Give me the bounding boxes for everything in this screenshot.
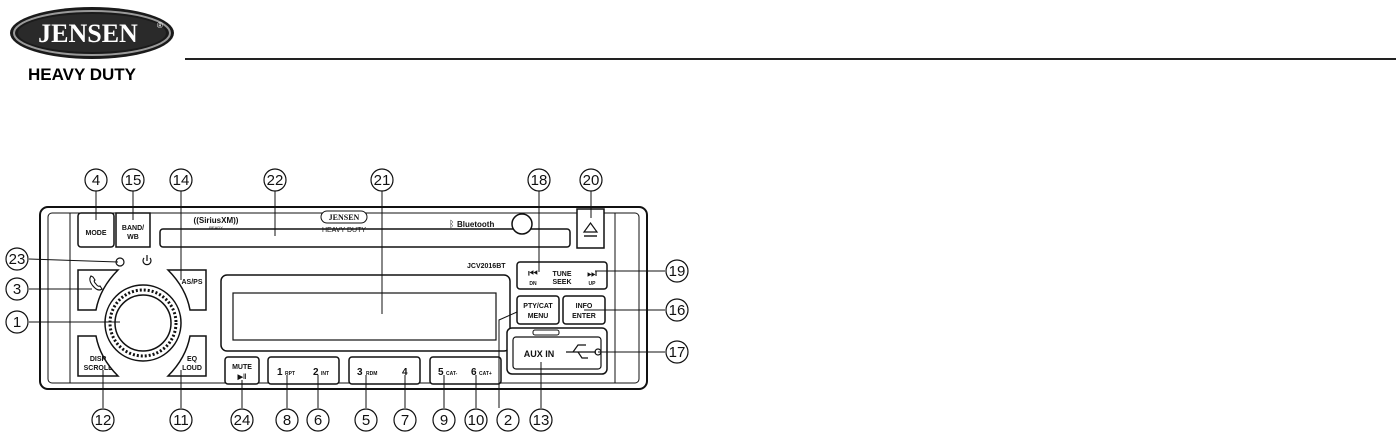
- band-label-line1: BAND/: [122, 225, 144, 232]
- callout-11: 11: [173, 412, 189, 429]
- callout-22: 22: [267, 172, 284, 189]
- preset-3-sub: RDM: [366, 371, 377, 377]
- as-ps-label: AS/PS: [181, 279, 202, 286]
- siriusxm-logo: ((SiriusXM)): [194, 216, 239, 225]
- info-label-line2: ENTER: [572, 313, 596, 320]
- mode-label: MODE: [86, 230, 107, 237]
- preset-2-sub: INT: [321, 371, 329, 377]
- callout-1: 1: [13, 314, 21, 331]
- bluetooth-icon: ᛒ: [449, 219, 454, 229]
- callout-12: 12: [95, 412, 112, 429]
- skip-back-icon: ⏮: [528, 268, 538, 280]
- callout-24: 24: [234, 412, 251, 429]
- band-label-line2: WB: [127, 234, 139, 241]
- callout-4: 4: [92, 172, 100, 189]
- center-heavy-duty-text: HEAVY DUTY: [322, 227, 366, 234]
- callout-13: 13: [533, 412, 550, 429]
- info-label-line1: INFO: [576, 303, 593, 310]
- volume-knob[interactable]: [115, 295, 171, 351]
- callout-2: 2: [504, 412, 512, 429]
- seek-label: SEEK: [552, 279, 571, 286]
- pty-label-line2: MENU: [528, 313, 549, 320]
- preset-5-sub: CAT-: [446, 371, 458, 377]
- callout-15: 15: [125, 172, 142, 189]
- siriusxm-ready-text: READY: [209, 225, 223, 230]
- aux-in-label: AUX IN: [524, 349, 555, 359]
- callout-18: 18: [531, 172, 548, 189]
- callout-6: 6: [314, 412, 322, 429]
- callout-9: 9: [440, 412, 448, 429]
- pty-label-line1: PTY/CAT: [523, 303, 553, 310]
- eq-label-line2: LOUD: [182, 365, 202, 372]
- callout-5: 5: [362, 412, 370, 429]
- callout-19: 19: [669, 263, 686, 280]
- preset-5-number: 5: [438, 367, 444, 378]
- callout-23: 23: [9, 251, 26, 268]
- preset-6-sub: CAT+: [479, 371, 492, 377]
- tune-label: TUNE: [552, 271, 571, 278]
- callout-7: 7: [401, 412, 409, 429]
- mute-label: MUTE: [232, 364, 252, 371]
- up-label: UP: [589, 281, 597, 287]
- preset-1-number: 1: [277, 367, 283, 378]
- dn-label: DN: [529, 281, 537, 287]
- eq-label-line1: EQ: [187, 356, 198, 363]
- skip-forward-icon: ⏭: [587, 268, 597, 280]
- lcd-display: [233, 293, 496, 340]
- callout-16: 16: [669, 302, 686, 319]
- center-jensen-logo: JENSEN: [329, 213, 360, 222]
- callout-21: 21: [374, 172, 391, 189]
- callout-8: 8: [283, 412, 291, 429]
- disp-label-line2: SCROLL: [84, 365, 114, 372]
- disp-label-line1: DISP: [90, 356, 107, 363]
- callout-3: 3: [13, 281, 21, 298]
- callout-14: 14: [173, 172, 190, 189]
- callout-20: 20: [583, 172, 600, 189]
- remote-sensor: [512, 214, 532, 234]
- model-number: JCV2016BT: [467, 263, 506, 270]
- callout-10: 10: [468, 412, 485, 429]
- play-pause-icon: ▶‖: [237, 374, 247, 381]
- bluetooth-logo-text: Bluetooth: [457, 220, 494, 229]
- preset-3-number: 3: [357, 367, 363, 378]
- callout-17: 17: [669, 344, 686, 361]
